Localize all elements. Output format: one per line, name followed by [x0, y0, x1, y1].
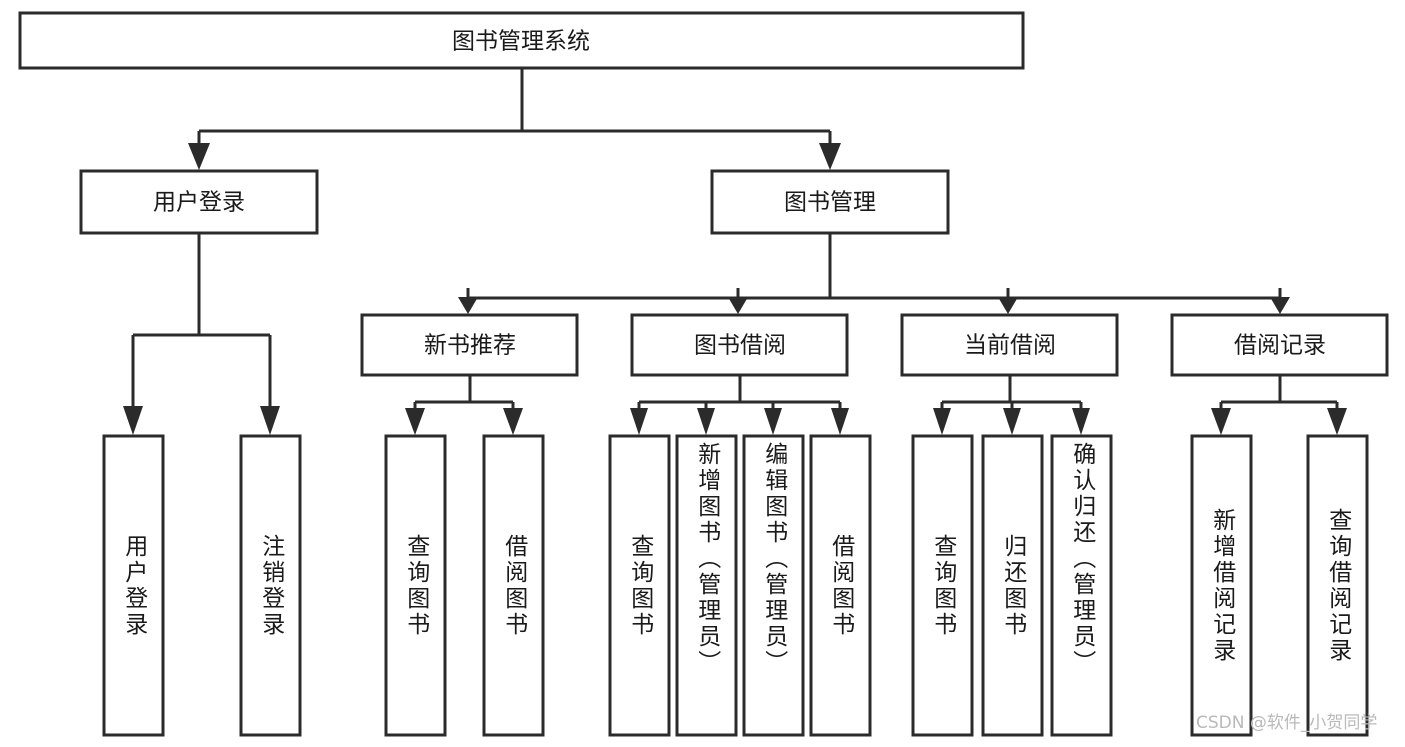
leaf-box-logout[interactable] — [239, 434, 302, 737]
node-book-management[interactable]: 图书管理 — [710, 169, 950, 235]
node-book-management-label: 图书管理 — [784, 190, 876, 216]
node-new-book-recommend-box[interactable] — [360, 313, 579, 377]
node-user-login-box[interactable] — [79, 169, 319, 235]
arrow-head-borrow-record — [1270, 297, 1290, 314]
arrow-head-current-borrow — [998, 297, 1018, 314]
leaf-box-confirm-return[interactable] — [1050, 434, 1113, 737]
arrow-head-leaf-borrow-book-2 — [831, 408, 849, 435]
arrow-head-leaf-borrow-book-1 — [503, 408, 523, 435]
arrow-head-book-manage — [819, 143, 841, 170]
leaf-box-return-book[interactable] — [981, 434, 1044, 737]
arrow-head-user-login — [188, 143, 210, 170]
leaf-box-query-book-2[interactable] — [608, 434, 671, 737]
leaf-box-query-book-1[interactable] — [384, 434, 447, 737]
node-user-login-label: 用户登录 — [153, 190, 245, 216]
arrow-head-leaf-edit-book — [764, 408, 782, 435]
leaf-box-edit-book[interactable] — [742, 434, 805, 737]
arrow-head-leaf-query-book-2 — [630, 408, 648, 435]
node-book-borrow[interactable]: 图书借阅 — [630, 313, 849, 377]
arrow-head-leaf-add-book — [697, 408, 715, 435]
node-new-book-recommend[interactable]: 新书推荐 — [360, 313, 579, 377]
csdn-watermark: CSDN @软件_小贺同学 — [1196, 713, 1378, 733]
arrow-head-leaf-query-record — [1327, 408, 1347, 435]
arrow-head-leaf-logout — [260, 406, 280, 435]
node-new-book-recommend-label: 新书推荐 — [424, 333, 516, 359]
node-current-borrow[interactable]: 当前借阅 — [900, 313, 1119, 377]
node-book-borrow-box[interactable] — [630, 313, 849, 377]
node-borrow-record-label: 借阅记录 — [1234, 333, 1326, 359]
leaf-box-borrow-book-1[interactable] — [482, 434, 545, 737]
leaf-box-borrow-book-2[interactable] — [809, 434, 872, 737]
leaf-box-query-borrow-record[interactable] — [1306, 434, 1369, 737]
node-borrow-record[interactable]: 借阅记录 — [1170, 313, 1389, 377]
leaf-box-query-book-3[interactable] — [911, 434, 974, 737]
node-user-login[interactable]: 用户登录 — [79, 169, 319, 235]
node-current-borrow-label: 当前借阅 — [964, 333, 1056, 359]
node-current-borrow-box[interactable] — [900, 313, 1119, 377]
leaf-box-group — [102, 434, 1369, 737]
connector-group — [123, 68, 1347, 435]
arrow-head-leaf-confirm-return — [1072, 408, 1090, 435]
node-root-label: 图书管理系统 — [452, 29, 590, 55]
arrow-head-book-borrow — [728, 297, 748, 314]
node-root[interactable]: 图书管理系统 — [18, 11, 1025, 70]
arrow-head-leaf-add-record — [1211, 408, 1231, 435]
arrow-head-new-book-rec — [458, 297, 478, 314]
arrow-head-leaf-query-book-3 — [933, 408, 951, 435]
leaf-box-user-login[interactable] — [102, 434, 165, 737]
node-root-box[interactable] — [18, 11, 1025, 70]
arrow-head-leaf-return-book — [1003, 408, 1021, 435]
node-book-borrow-label: 图书借阅 — [694, 333, 786, 359]
leaf-box-add-borrow-record[interactable] — [1190, 434, 1253, 737]
arrow-head-leaf-user-login — [123, 406, 143, 435]
arrow-head-leaf-query-book-1 — [405, 408, 425, 435]
node-book-management-box[interactable] — [710, 169, 950, 235]
leaf-box-add-book[interactable] — [675, 434, 738, 737]
node-borrow-record-box[interactable] — [1170, 313, 1389, 377]
